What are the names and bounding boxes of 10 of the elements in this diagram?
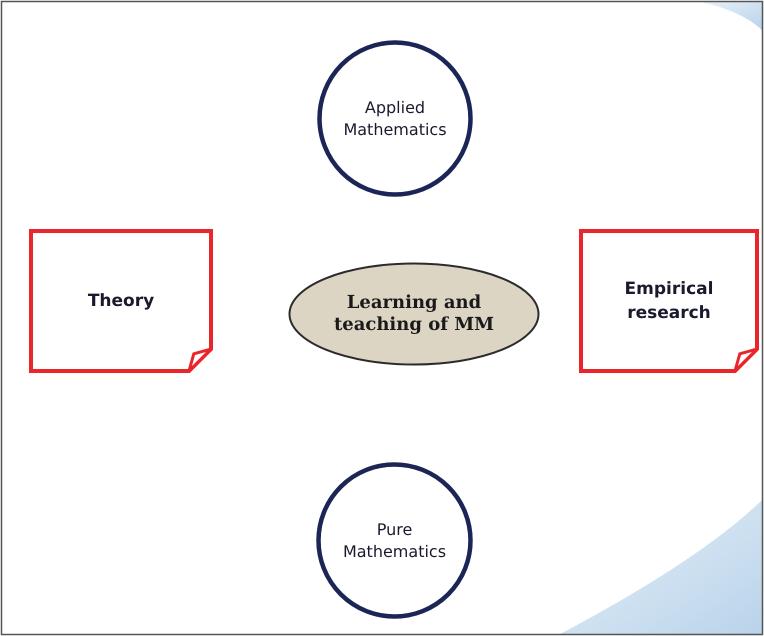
circle-node — [317, 40, 473, 197]
node-label: Applied Mathematics — [342, 96, 448, 140]
node-label: Empirical research — [624, 278, 714, 325]
note-box — [29, 229, 213, 373]
node-label: Theory — [86, 290, 156, 313]
ellipse-node — [288, 262, 540, 366]
note-box — [579, 229, 759, 373]
node-label: Learning and teaching of MM — [332, 292, 496, 336]
circle-node — [316, 462, 473, 619]
node-label: Pure Mathematics — [342, 518, 448, 562]
